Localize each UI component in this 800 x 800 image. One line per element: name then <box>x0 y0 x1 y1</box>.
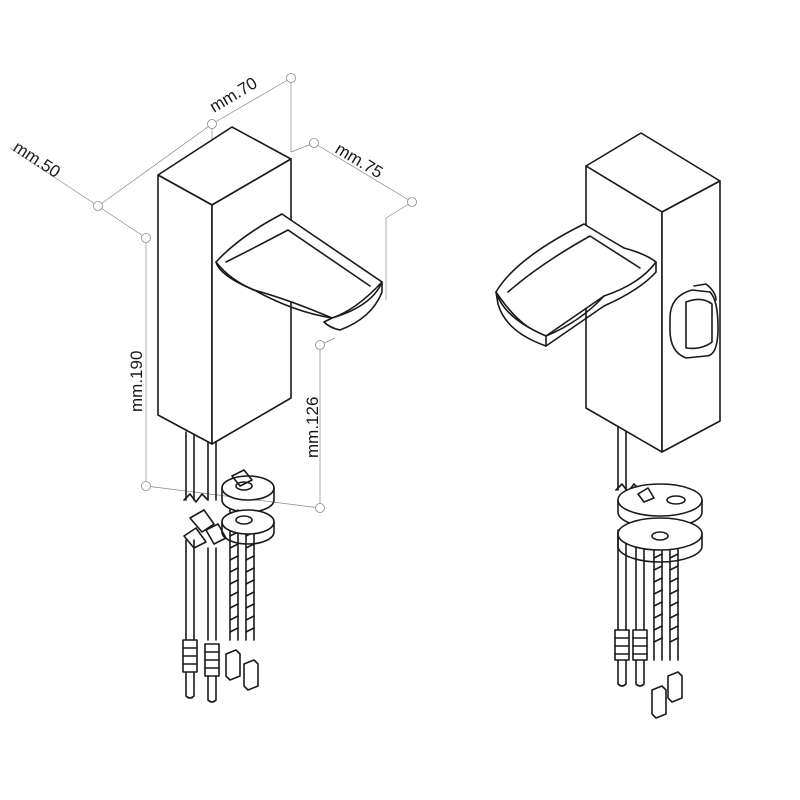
right-faucet-spout <box>495 223 657 347</box>
side-lever-handle <box>669 283 719 359</box>
dim-label-width: mm.70 <box>206 73 260 116</box>
dim-label-depth: mm.50 <box>10 137 64 181</box>
mounting-rods <box>225 509 259 691</box>
right-faucet-view <box>495 132 721 719</box>
supply-pipes <box>182 431 227 703</box>
left-faucet-spout <box>215 213 383 331</box>
dim-label-body-height: mm.190 <box>127 351 146 412</box>
dim-label-spout-reach: mm.75 <box>332 139 386 182</box>
left-faucet-view: mm.50 mm.70 mm.75 mm.190 mm.126 <box>9 73 417 703</box>
mounting-washers <box>221 469 275 545</box>
dim-label-spout-height: mm.126 <box>303 397 322 458</box>
dimension-lines <box>9 73 417 513</box>
right-mounting-washers <box>617 483 703 563</box>
